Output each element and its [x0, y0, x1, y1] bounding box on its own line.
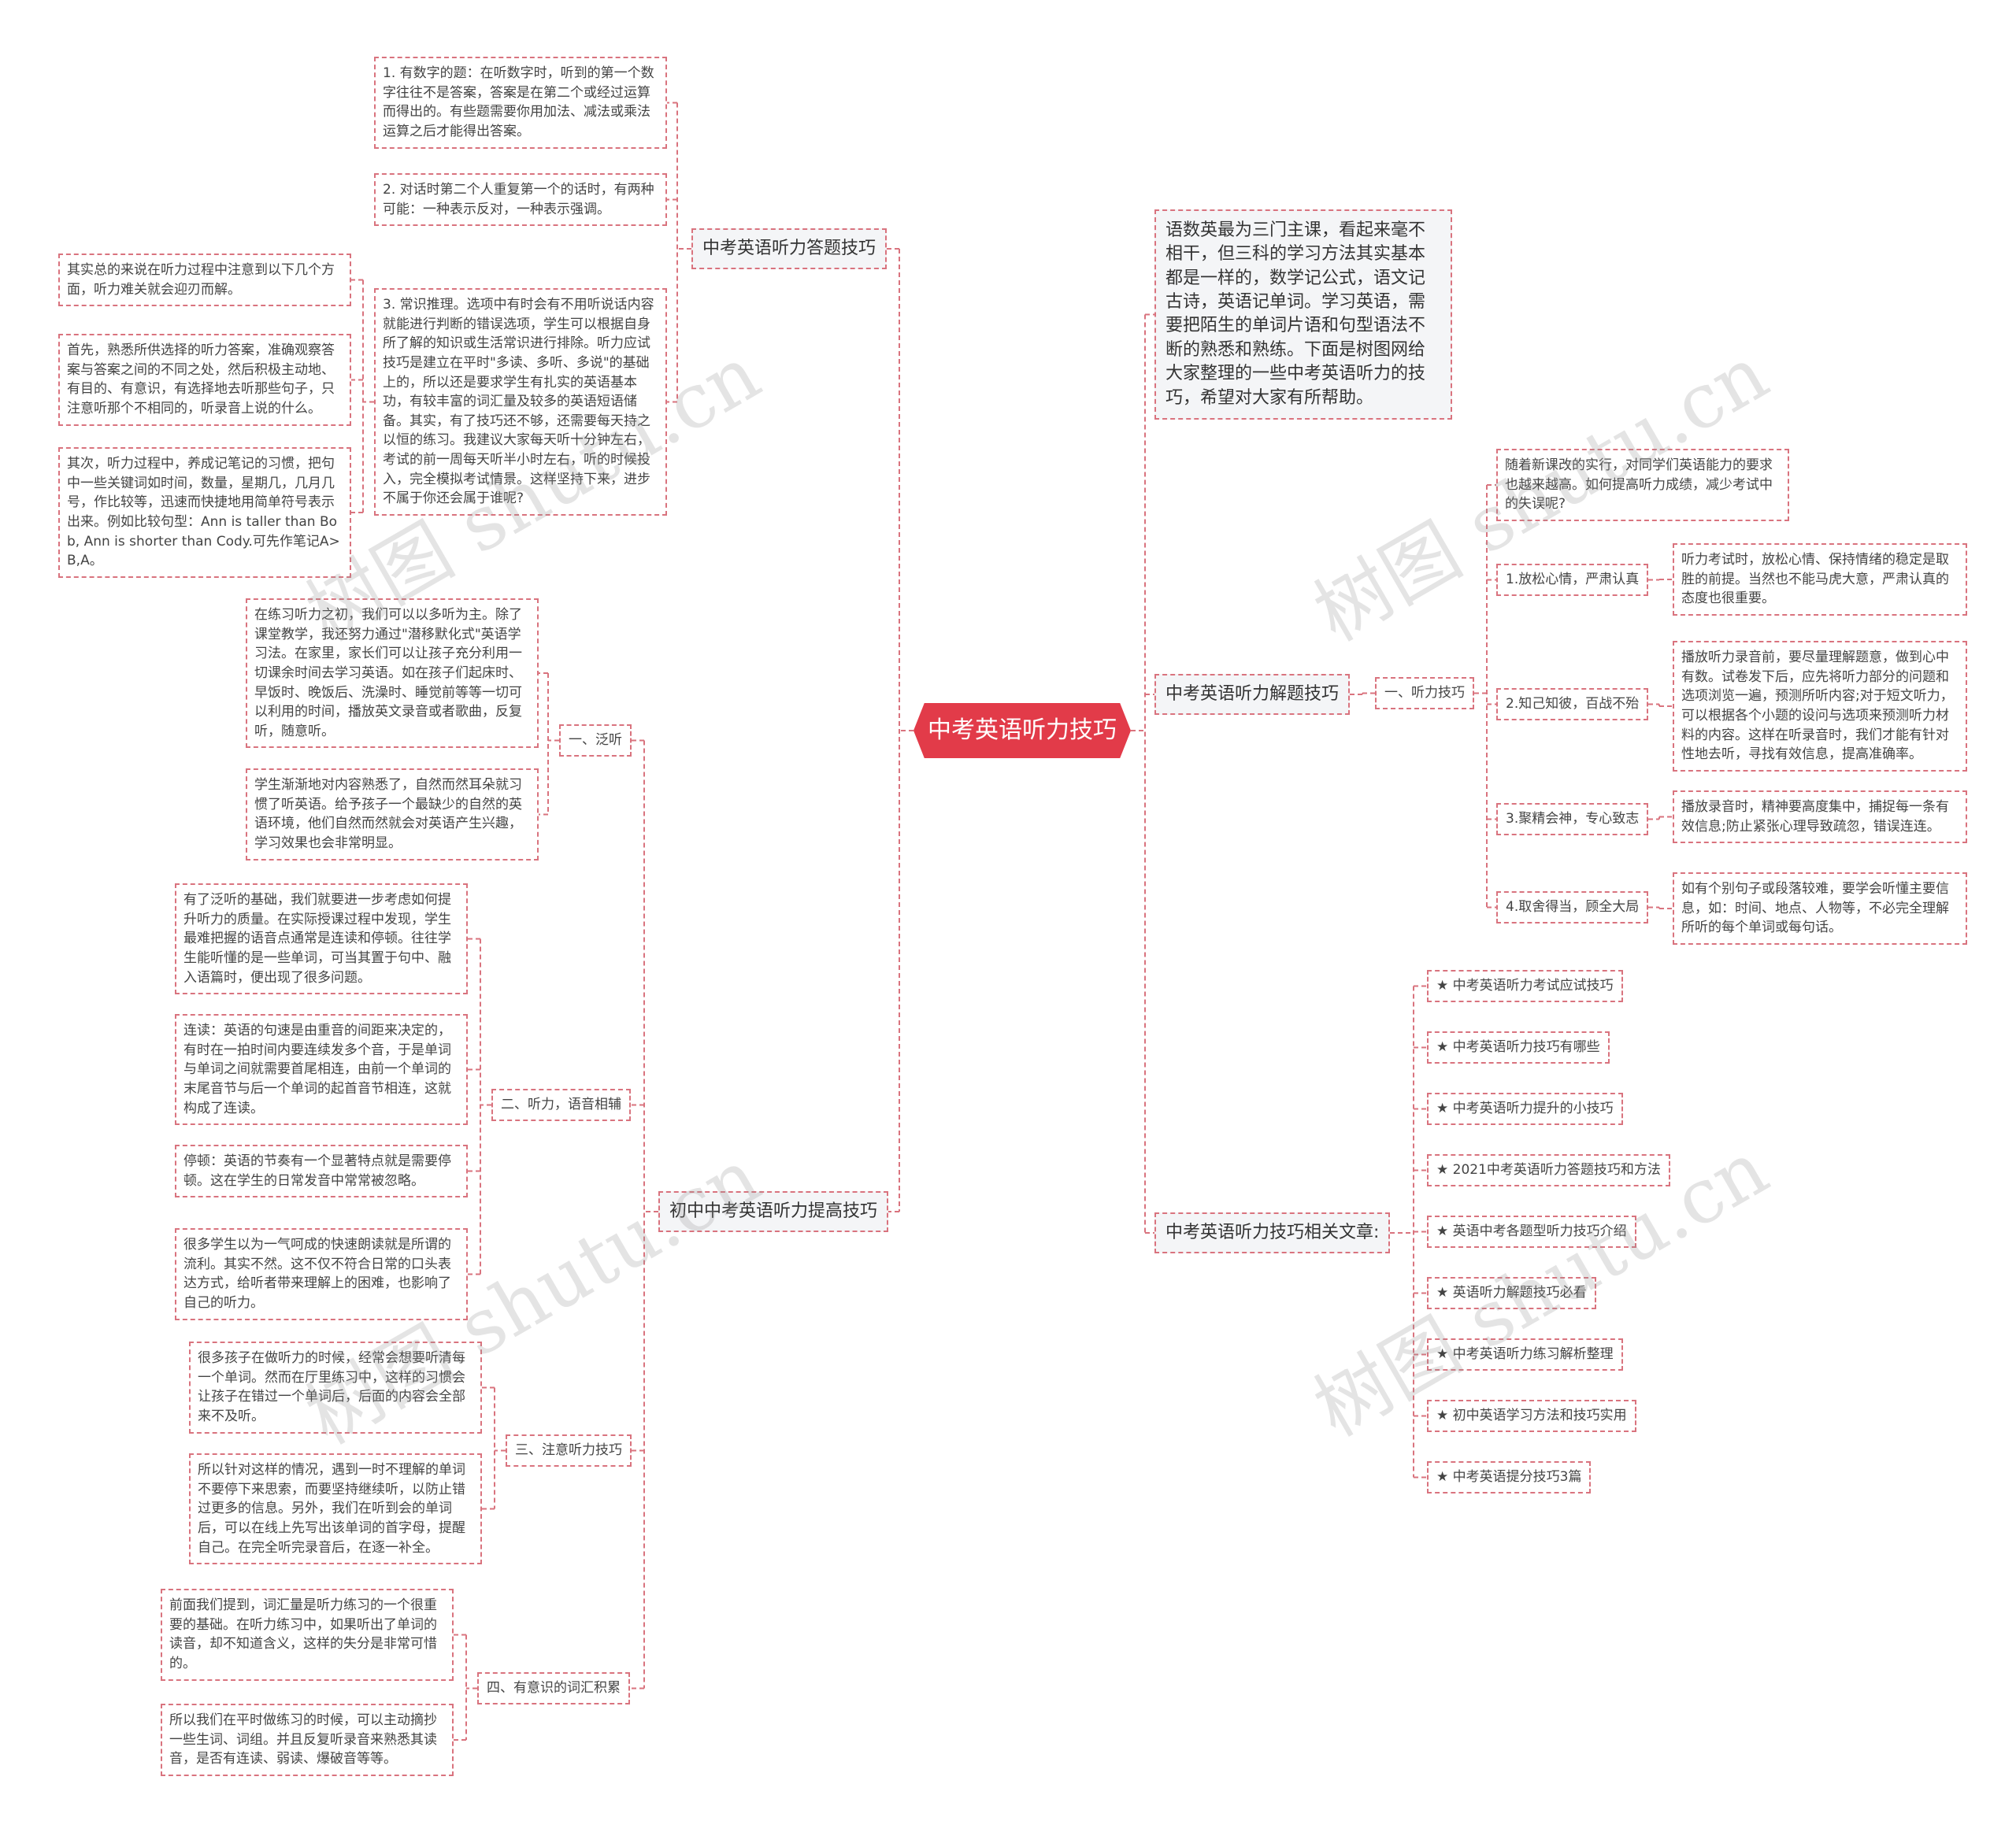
- related-article-link[interactable]: ★ 英语中考各题型听力技巧介绍: [1427, 1216, 1636, 1248]
- improve-item: 连读：英语的句速是由重音的间距来决定的，有时在一拍时间内要连续发多个音，于是单词…: [175, 1014, 468, 1126]
- solving-lead: 随着新课改的实行，对同学们英语能力的要求也越来越高。如何提高听力成绩，减少考试中…: [1496, 449, 1789, 521]
- improve-group-label[interactable]: 三、注意听力技巧: [506, 1434, 632, 1467]
- center-topic-label: 中考英语听力技巧: [928, 716, 1117, 744]
- solving-tip-detail: 播放听力录音前，要尽量理解题意，做到心中有数。试卷发下后，应先将听力部分的问题和…: [1673, 641, 1967, 772]
- related-article-link[interactable]: ★ 初中英语学习方法和技巧实用: [1427, 1400, 1636, 1432]
- related-article-link[interactable]: ★ 中考英语听力提升的小技巧: [1427, 1093, 1623, 1125]
- improve-item: 所以针对这样的情况，遇到一时不理解的单词不要停下来思索，而要坚持继续听，以防止错…: [189, 1453, 482, 1565]
- improve-item: 停顿：英语的节奏有一个显著特点就是需要停顿。这在学生的日常发音中常常被忽略。: [175, 1145, 468, 1198]
- improve-item: 学生渐渐地对内容熟悉了，自然而然耳朵就习惯了听英语。给予孩子一个最缺少的自然的英…: [246, 768, 539, 861]
- improve-item: 前面我们提到，词汇量是听力练习的一个很重要的基础。在听力练习中，如果听出了单词的…: [161, 1589, 454, 1681]
- improve-group-label[interactable]: 二、听力，语音相辅: [491, 1089, 631, 1121]
- related-article-link[interactable]: ★ 中考英语听力练习解析整理: [1427, 1338, 1623, 1371]
- related-article-link[interactable]: ★ 中考英语听力考试应试技巧: [1427, 970, 1623, 1002]
- improve-item: 很多孩子在做听力的时候，经常会想要听清每一个单词。然而在厅里练习中，这样的习惯会…: [189, 1342, 482, 1434]
- related-article-link[interactable]: ★ 英语听力解题技巧必看: [1427, 1277, 1596, 1309]
- related-article-link[interactable]: ★ 2021中考英语听力答题技巧和方法: [1427, 1154, 1670, 1186]
- answer-skill-item: 3. 常识推理。选项中有时会有不用听说话内容就能进行判断的错误选项，学生可以根据…: [374, 288, 667, 516]
- answer-skill-item: 1. 有数字的题：在听数字时，听到的第一个数字往往不是答案，答案是在第二个或经过…: [374, 57, 667, 149]
- improve-item: 有了泛听的基础，我们就要进一步考虑如何提升听力的质量。在实际授课过程中发现，学生…: [175, 883, 468, 995]
- solving-tip-detail: 如有个别句子或段落较难，要学会听懂主要信息，如：时间、地点、人物等，不必完全理解…: [1673, 872, 1967, 945]
- intro-paragraph: 语数英最为三门主课，看起来毫不相干，但三科的学习方法其实基本都是一样的，数学记公…: [1154, 209, 1452, 420]
- topic-answer-skills[interactable]: 中考英语听力答题技巧: [691, 228, 888, 269]
- solving-subtopic[interactable]: 一、听力技巧: [1375, 677, 1474, 709]
- improve-group-label[interactable]: 一、泛听: [559, 724, 632, 757]
- improve-item: 在练习听力之初，我们可以以多听为主。除了课堂教学，我还努力通过"潜移默化式"英语…: [246, 598, 539, 749]
- answer-skill-item: 2. 对话时第二个人重复第一个的话时，有两种可能：一种表示反对，一种表示强调。: [374, 173, 667, 227]
- answer-note-item: 首先，熟悉所供选择的听力答案，准确观察答案与答案之间的不同之处，然后积极主动地、…: [58, 334, 351, 426]
- topic-improve-skills[interactable]: 初中中考英语听力提高技巧: [658, 1191, 889, 1232]
- topic-related-articles[interactable]: 中考英语听力技巧相关文章:: [1154, 1212, 1391, 1253]
- topic-solving-skills[interactable]: 中考英语听力解题技巧: [1154, 674, 1351, 715]
- related-article-link[interactable]: ★ 中考英语听力技巧有哪些: [1427, 1031, 1610, 1064]
- solving-tip-label[interactable]: 1.放松心情，严肃认真: [1496, 564, 1649, 596]
- answer-note-item: 其次，听力过程中，养成记笔记的习惯，把句中一些关键词如时间，数量，星期几，几月几…: [58, 447, 351, 578]
- solving-tip-label[interactable]: 4.取舍得当，顾全大局: [1496, 891, 1649, 923]
- center-topic[interactable]: 中考英语听力技巧: [914, 703, 1131, 758]
- solving-tip-detail: 播放录音时，精神要高度集中，捕捉每一条有效信息;防止紧张心理导致疏忽，错误连连。: [1673, 790, 1967, 844]
- related-article-link[interactable]: ★ 中考英语提分技巧3篇: [1427, 1461, 1592, 1493]
- improve-item: 很多学生以为一气呵成的快速朗读就是所谓的流利。其实不然。这不仅不符合日常的口头表…: [175, 1228, 468, 1320]
- answer-note-item: 其实总的来说在听力过程中注意到以下几个方面，听力难关就会迎刃而解。: [58, 254, 351, 307]
- improve-group-label[interactable]: 四、有意识的词汇积累: [477, 1672, 630, 1704]
- improve-item: 所以我们在平时做练习的时候，可以主动摘抄一些生词、词组。并且反复听录音来熟悉其读…: [161, 1704, 454, 1776]
- solving-tip-detail: 听力考试时，放松心情、保持情绪的稳定是取胜的前提。当然也不能马虎大意，严肃认真的…: [1673, 543, 1967, 616]
- solving-tip-label[interactable]: 3.聚精会神，专心致志: [1496, 803, 1649, 835]
- solving-tip-label[interactable]: 2.知己知彼，百战不殆: [1496, 688, 1649, 720]
